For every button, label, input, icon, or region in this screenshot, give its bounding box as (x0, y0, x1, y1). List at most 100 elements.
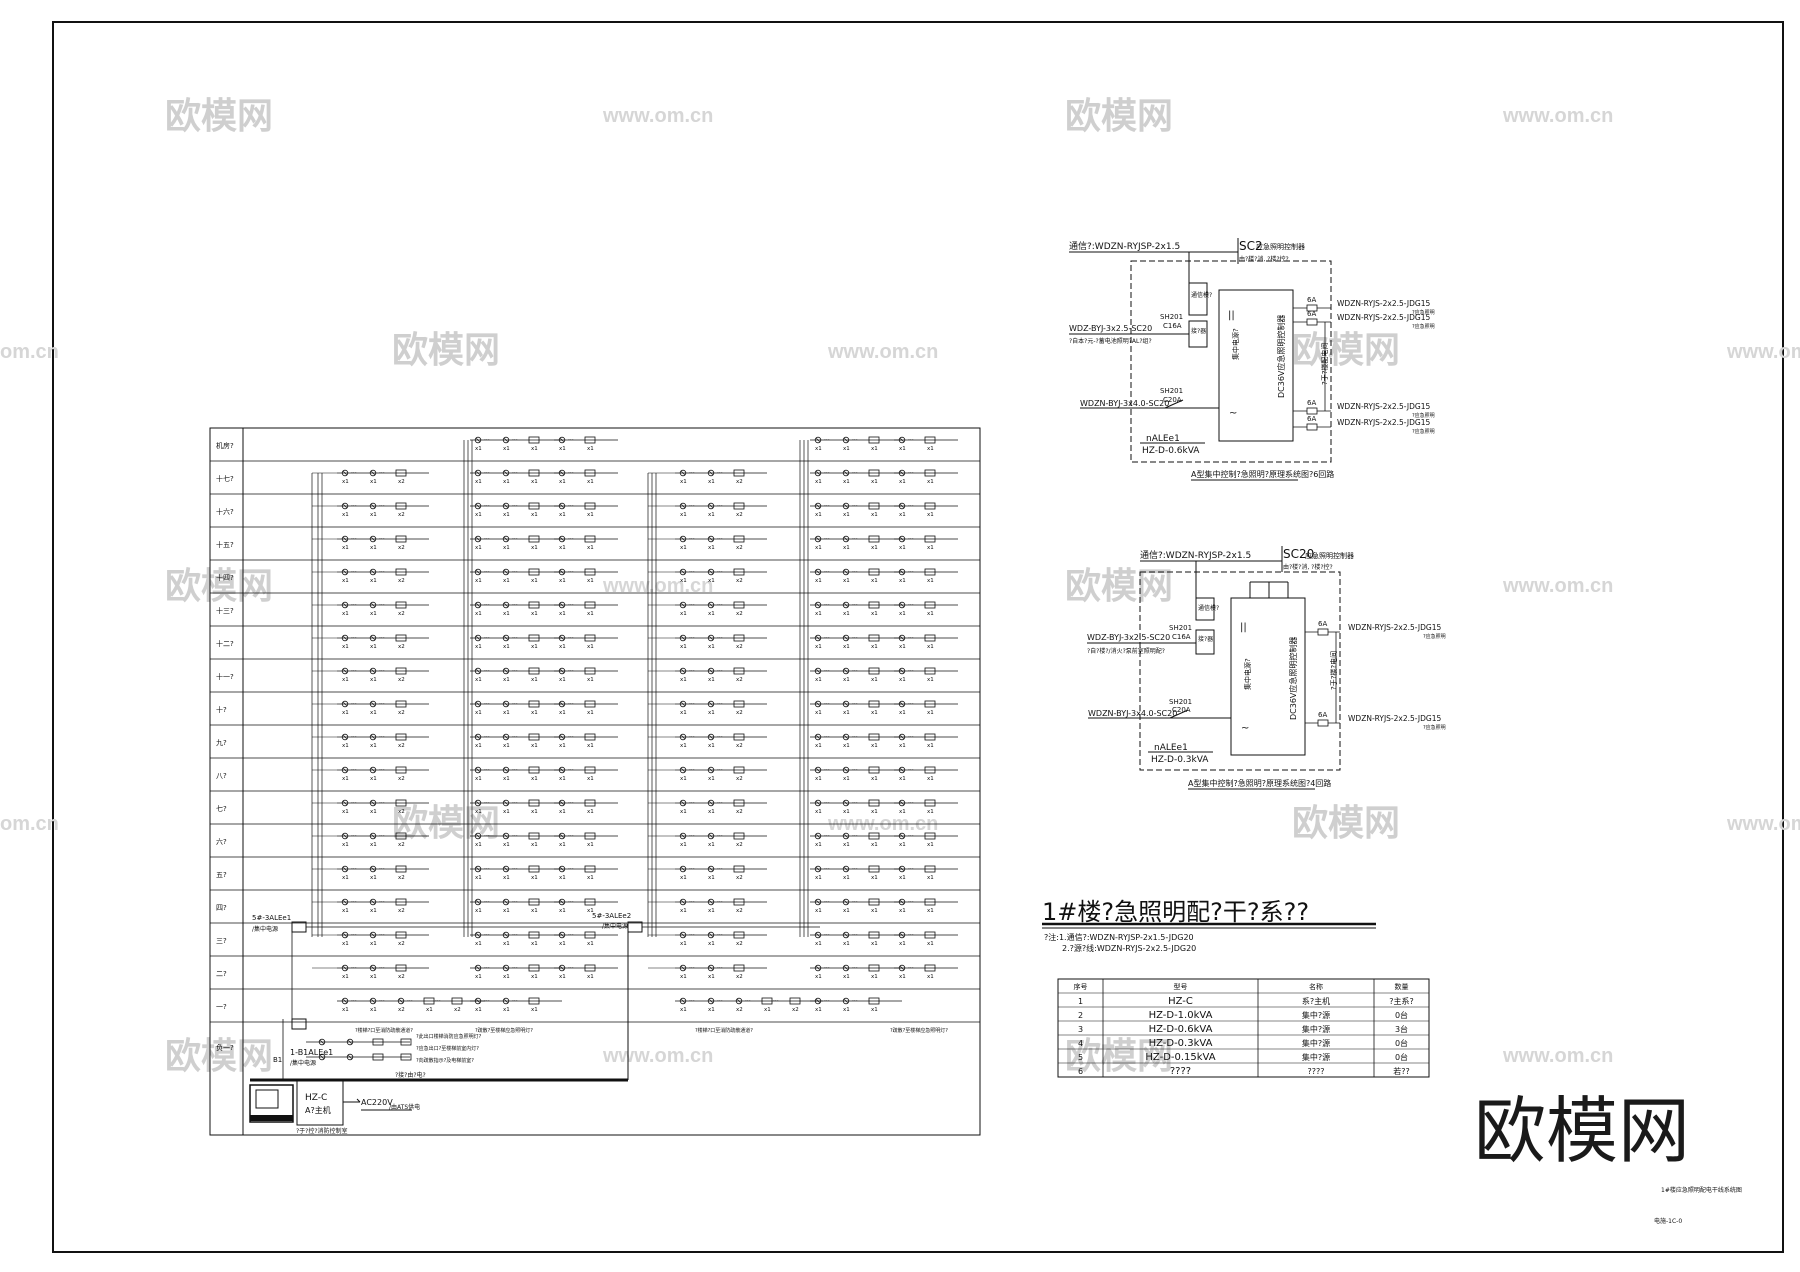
exit-sign-icon (924, 601, 936, 609)
emergency-light-cross (342, 569, 348, 575)
exit-sign-icon (733, 502, 745, 510)
emergency-light-icon (842, 865, 850, 873)
emergency-light-icon (679, 766, 687, 774)
emergency-light-icon (558, 601, 566, 609)
emergency-light-cross (475, 503, 481, 509)
emergency-light-cross (559, 800, 565, 806)
exit-sign-icon (400, 1038, 412, 1046)
emergency-light-cross (559, 965, 565, 971)
fixture-qty: x1 (587, 578, 594, 584)
title-note1: ?注:1.通信?:WDZN-RYJSP-2x1.5-JDG20 (1044, 932, 1194, 942)
fixture-ellipsis: ··· (824, 932, 830, 939)
table-cell: 3 (1078, 1025, 1083, 1034)
fixture-qty: x1 (531, 743, 538, 749)
emergency-light-cross (680, 998, 686, 1004)
fixture-qty: x2 (398, 644, 405, 650)
table-cell: HZ-C (1168, 996, 1193, 1007)
emergency-light-cross (680, 569, 686, 575)
emergency-light-cross (475, 437, 481, 443)
host-model: HZ-C (305, 1093, 327, 1103)
b-breaker2-name: SH201 (1169, 698, 1192, 706)
exit-sign-icon (868, 799, 880, 807)
fixture-qty: x1 (475, 446, 482, 452)
exit-sign-icon (733, 766, 745, 774)
b-name: nALEe1 (1154, 743, 1188, 753)
fixture-qty: x1 (531, 875, 538, 881)
emergency-light-cross (559, 635, 565, 641)
emergency-light-cross (708, 602, 714, 608)
emergency-light-icon (369, 634, 377, 642)
emergency-light-cross (708, 899, 714, 905)
exit-sign-icon (868, 997, 880, 1005)
emergency-light-cross (342, 767, 348, 773)
fixture-qty: x1 (680, 875, 687, 881)
exit-sign-icon (868, 568, 880, 576)
fixture-ellipsis: ··· (379, 800, 385, 807)
emergency-light-cross (475, 668, 481, 674)
exit-sign-icon (395, 667, 407, 675)
fixture-ellipsis: ··· (824, 503, 830, 510)
exit-sign-icon (395, 898, 407, 906)
fixture-qty: x1 (531, 677, 538, 683)
fixture-qty: x1 (927, 908, 934, 914)
fixture-ellipsis: ··· (717, 800, 723, 807)
emergency-light-cross (342, 602, 348, 608)
fixture-qty: x1 (475, 809, 482, 815)
fixture-qty: x1 (680, 479, 687, 485)
emergency-light-cross (342, 668, 348, 674)
b-side-note: ?于?楼?电间 (1329, 651, 1338, 690)
exit-sign-icon (733, 568, 745, 576)
fixture-qty: x1 (370, 644, 377, 650)
emergency-light-icon (474, 568, 482, 576)
fixture-qty: x1 (871, 644, 878, 650)
fixture-ellipsis: ··· (908, 470, 914, 477)
emergency-light-icon (341, 700, 349, 708)
emergency-light-icon (558, 832, 566, 840)
emergency-light-icon (502, 502, 510, 510)
fixture-ellipsis: ··· (351, 503, 357, 510)
fixture-qty: x1 (342, 710, 349, 716)
watermark-url: www.om.cn (602, 1045, 713, 1067)
emergency-light-cross (475, 965, 481, 971)
fixture-qty: x1 (871, 776, 878, 782)
exit-sign-icon (395, 964, 407, 972)
emergency-light-cross (370, 701, 376, 707)
fixture-ellipsis: ··· (435, 998, 441, 1005)
emergency-light-cross (815, 470, 821, 476)
emergency-light-cross (815, 833, 821, 839)
floor-label: 十一? (216, 672, 234, 681)
fixture-ellipsis: ··· (512, 701, 518, 708)
emergency-light-cross (680, 602, 686, 608)
output-cable: WDZN-RYJS-2x2.5-JDG15 (1337, 313, 1430, 322)
emergency-light-cross (815, 767, 821, 773)
fixture-ellipsis: ··· (512, 569, 518, 576)
emergency-light-icon (341, 667, 349, 675)
fixture-ellipsis: ··· (351, 734, 357, 741)
floor-label: 十七? (216, 474, 234, 483)
fixture-ellipsis: ··· (717, 866, 723, 873)
exit-sign-icon (584, 865, 596, 873)
emergency-light-cross (503, 965, 509, 971)
fixture-ellipsis: ··· (379, 833, 385, 840)
emergency-light-cross (843, 833, 849, 839)
emergency-light-icon (679, 931, 687, 939)
emergency-light-cross (736, 998, 742, 1004)
emergency-light-icon (558, 799, 566, 807)
emergency-light-cross (319, 1054, 325, 1060)
emergency-light-icon (842, 535, 850, 543)
a-comm-conduit: SC2 (1239, 239, 1263, 253)
fixture-qty: x2 (398, 908, 405, 914)
fixture-qty: x1 (927, 842, 934, 848)
panel-box-2 (627, 921, 643, 933)
fixture-qty: x1 (871, 677, 878, 683)
fixture-qty: x1 (587, 875, 594, 881)
emergency-light-icon (502, 535, 510, 543)
fuse-rating: 6A (1307, 296, 1316, 304)
fixture-ellipsis: ··· (908, 635, 914, 642)
b-interface-module (1195, 629, 1215, 655)
